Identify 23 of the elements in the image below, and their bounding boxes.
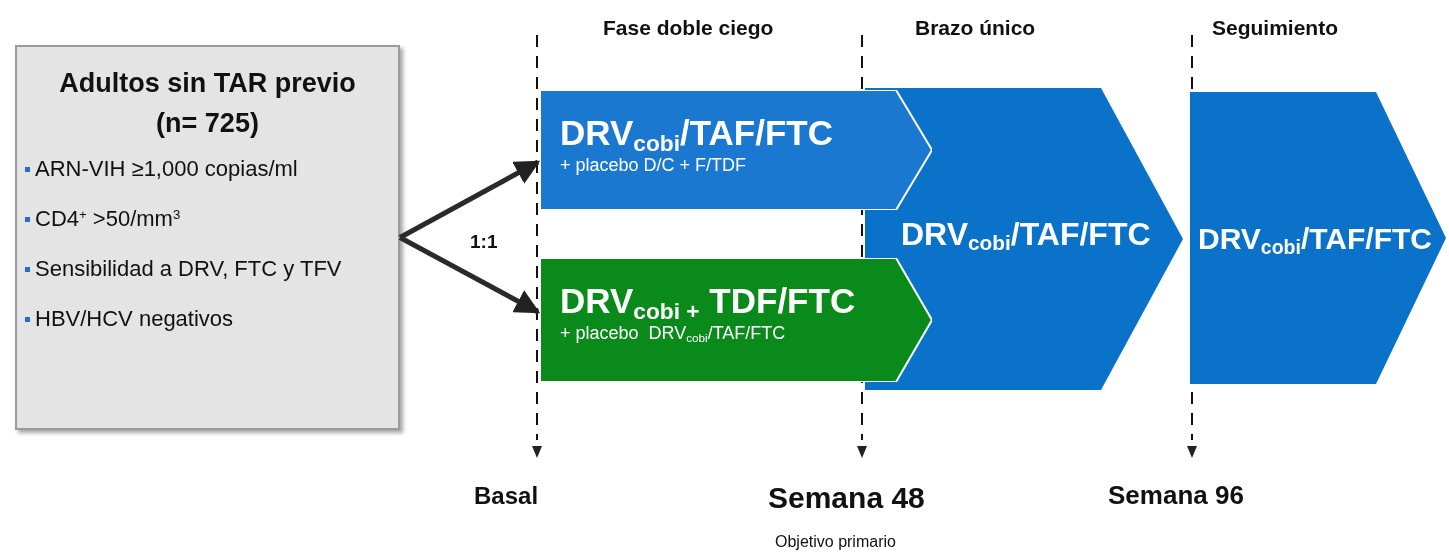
phase-label: Fase doble ciego (603, 15, 774, 41)
regimen-title: DRV$_{cobi +}$ TDF/FTC (560, 280, 856, 322)
timepoint-label: Semana 96 (1108, 479, 1244, 512)
criteria-panel (15, 45, 400, 430)
phase-label: Seguimiento (1212, 15, 1338, 41)
criterion-text: ARN-VIH ≥1,000 copias/ml (35, 155, 298, 183)
timepoint-label: Objetivo primario (775, 532, 896, 552)
timepoint-label: Basal (474, 481, 539, 511)
regimen-text: DRV$_{cobi}$/TAF/FTC (1198, 224, 1432, 254)
arrow (398, 235, 541, 315)
criterion-text: CD4$^{+}$ >50/mm$^{3}$ (35, 205, 181, 233)
timepoint-label: Semana 48 (768, 480, 925, 516)
regimen-text: DRV$_{cobi}$/TAF/FTC (901, 218, 1151, 250)
panel-heading: Adultos sin TAR previo (58, 67, 357, 100)
phase-label: Brazo único (915, 15, 1036, 41)
criterion-text: HBV/HCV negativos (35, 305, 234, 333)
ratio-label: 1:1 (470, 230, 498, 254)
arrow (398, 159, 541, 240)
regimen-title: DRV$_{cobi}$/TAF/FTC (560, 112, 833, 154)
panel-heading: (n= 725) (155, 107, 260, 140)
regimen-subtitle: + placebo D/C + F/TDF (560, 154, 748, 176)
regimen-subtitle: + placebo DRV$_{cobi}$/TAF/FTC (560, 322, 787, 344)
criterion-text: Sensibilidad a DRV, FTC y TFV (35, 255, 342, 283)
